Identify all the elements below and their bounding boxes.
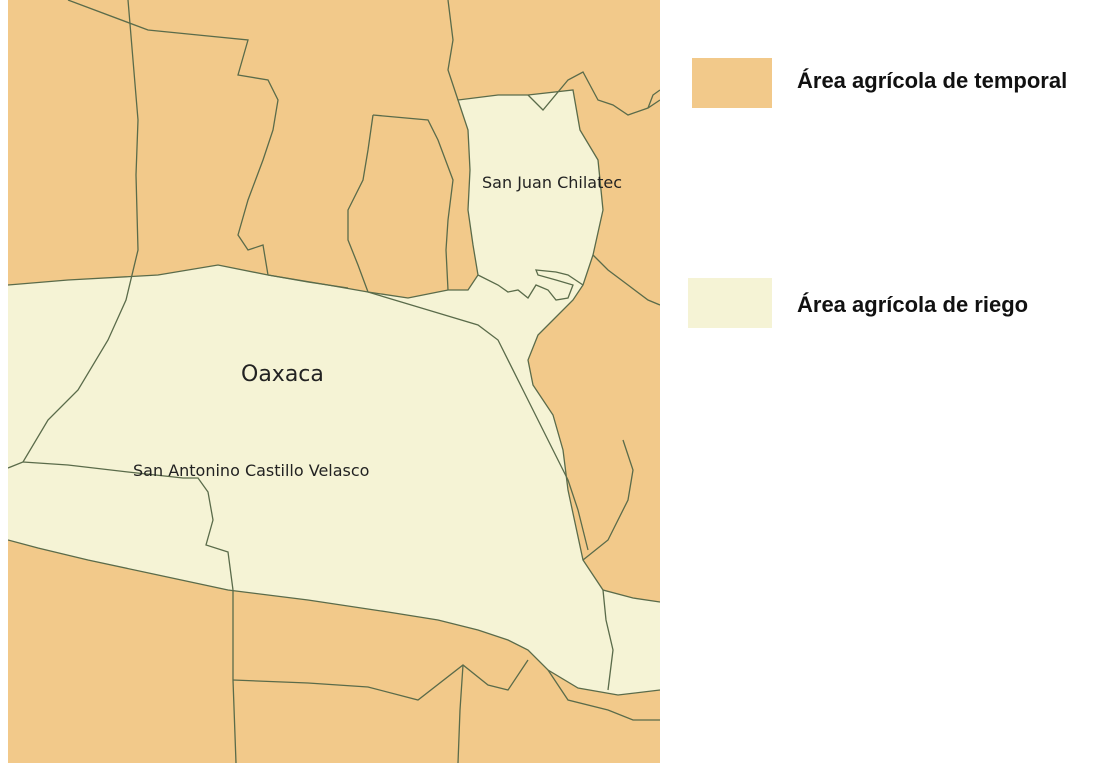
map-area: Oaxaca San Antonino Castillo Velasco San… bbox=[8, 0, 660, 763]
map-label-san-antonino: San Antonino Castillo Velasco bbox=[133, 461, 370, 480]
legend-swatch-riego bbox=[688, 278, 772, 328]
map-canvas bbox=[8, 0, 660, 763]
legend-label-temporal: Área agrícola de temporal bbox=[797, 68, 1068, 93]
municipal-boundaries bbox=[8, 0, 660, 763]
map-label-san-juan: San Juan Chilatec bbox=[482, 173, 622, 192]
legend-label-riego: Área agrícola de riego bbox=[797, 292, 1029, 317]
legend-swatch-temporal bbox=[692, 58, 772, 108]
map-label-oaxaca: Oaxaca bbox=[241, 362, 324, 387]
riego-area-central bbox=[8, 90, 660, 695]
